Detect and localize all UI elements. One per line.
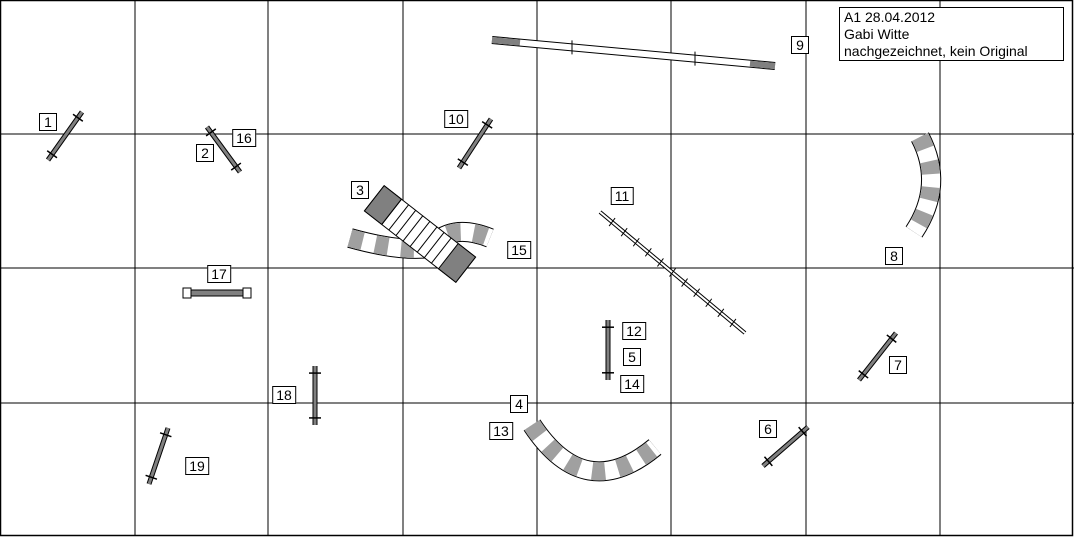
obstacle-label: 2 xyxy=(196,144,214,162)
obstacle-label: 3 xyxy=(351,181,369,199)
a-frame-3 xyxy=(363,184,477,284)
obstacle-label: 10 xyxy=(444,110,468,128)
dog-walk-9-plank xyxy=(491,37,776,69)
obstacle-17-end xyxy=(182,287,192,299)
jump-2-16-bar xyxy=(205,126,242,173)
a-frame-contact xyxy=(437,242,477,284)
jump-19-bar xyxy=(147,427,170,485)
weave-pole xyxy=(620,227,628,237)
weave-pole xyxy=(644,248,652,257)
weave-pole xyxy=(693,288,701,297)
jump-7-bar xyxy=(857,332,898,381)
a-frame-slat xyxy=(381,198,402,225)
course-author: Gabi Witte xyxy=(844,26,910,42)
jump-wing xyxy=(159,432,172,438)
jump-wing xyxy=(457,158,469,167)
jump-wing xyxy=(763,456,773,467)
weave-pole xyxy=(608,217,616,227)
course-info-box: A1 28.04.2012 Gabi Witte nachgezeichnet,… xyxy=(839,7,1064,61)
obstacle-label: 6 xyxy=(759,420,777,438)
weave-pole xyxy=(681,278,688,287)
jump-wing xyxy=(481,120,493,129)
obstacle-label: 17 xyxy=(207,265,231,283)
dog-walk-contact xyxy=(749,60,776,69)
jump-6-bar xyxy=(762,425,809,468)
course-note: nachgezeichnet, kein Original xyxy=(844,43,1028,59)
obstacle-label: 8 xyxy=(885,247,903,265)
obstacle-17-end xyxy=(242,287,252,299)
jump-wing xyxy=(145,474,158,480)
weave-pole xyxy=(705,298,713,308)
obstacle-label: 13 xyxy=(489,422,513,440)
a-frame-slat xyxy=(395,210,417,236)
jump-wing xyxy=(858,370,869,379)
jump-wing xyxy=(230,162,242,171)
weave-pole xyxy=(729,318,737,328)
jump-wing xyxy=(886,334,897,343)
jump-1-bar xyxy=(46,111,84,161)
obstacle-label: 19 xyxy=(185,457,209,475)
a-frame-slat xyxy=(431,237,452,264)
jump-wing xyxy=(72,113,84,122)
weave-pole xyxy=(717,308,725,318)
obstacle-label: 14 xyxy=(620,375,644,393)
obstacle-label: 5 xyxy=(623,348,641,366)
a-frame-slat xyxy=(388,204,409,231)
weave-pole xyxy=(657,258,664,267)
a-frame-slat xyxy=(416,226,438,253)
a-frame-slat xyxy=(423,232,445,258)
weave-pole xyxy=(632,237,640,247)
jump-wing xyxy=(205,128,217,137)
weave-pole xyxy=(669,268,676,277)
dog-walk-contact xyxy=(491,37,521,46)
a-frame-slat xyxy=(402,215,424,242)
obstacle-label: 9 xyxy=(791,36,809,54)
jump-wing xyxy=(46,150,58,159)
tunnel-8-segments xyxy=(906,132,941,237)
tunnel-4-13-body xyxy=(524,419,661,481)
obstacle-label: 16 xyxy=(232,129,256,147)
obstacle-label: 11 xyxy=(610,187,634,205)
obstacle-label: 7 xyxy=(889,356,907,374)
jump-wing xyxy=(798,426,808,437)
obstacle-label: 4 xyxy=(510,395,528,413)
obstacle-label: 12 xyxy=(622,322,646,340)
obstacle-label: 15 xyxy=(507,241,531,259)
a-frame-slat xyxy=(409,221,431,247)
jump-10-bar xyxy=(457,118,493,169)
obstacle-label: 18 xyxy=(272,386,296,404)
course-title: A1 28.04.2012 xyxy=(844,9,936,25)
obstacle-label: 1 xyxy=(39,113,57,131)
